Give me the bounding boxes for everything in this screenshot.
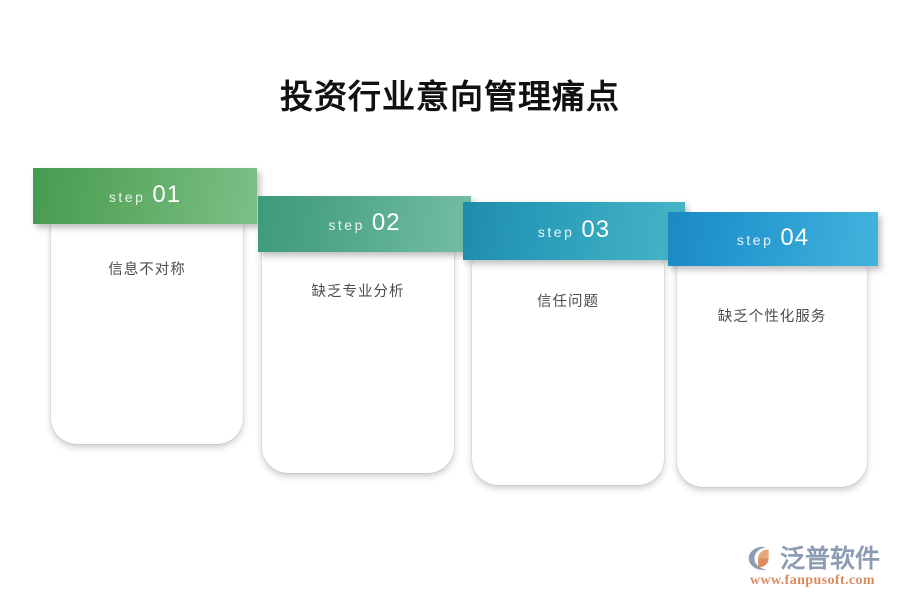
step-text-04: 缺乏个性化服务 xyxy=(717,309,827,325)
step-banner-02: step 02 xyxy=(258,196,471,252)
step-text-02: 缺乏专业分析 xyxy=(311,284,405,300)
step-text-03: 信任问题 xyxy=(537,294,599,310)
step-word-04: step xyxy=(736,232,774,248)
step-text-01: 信息不对称 xyxy=(108,262,186,278)
step-banner-inner-04: step 04 xyxy=(737,224,809,252)
step-word-01: step xyxy=(108,189,146,205)
step-banner-inner-01: step 01 xyxy=(109,181,181,209)
step-card-03 xyxy=(472,259,664,485)
step-banner-inner-02: step 02 xyxy=(328,209,400,237)
step-word-03: step xyxy=(537,224,575,240)
brand-url: www.fanpusoft.com xyxy=(749,573,875,588)
step-card-04 xyxy=(677,263,867,487)
step-card-01 xyxy=(51,218,243,444)
step-banner-inner-03: step 03 xyxy=(538,216,610,244)
step-banner-03: step 03 xyxy=(463,202,685,260)
step-card-02 xyxy=(262,247,454,473)
step-number-03: 03 xyxy=(581,216,611,243)
step-word-02: step xyxy=(328,217,365,233)
brand-name: 泛普软件 xyxy=(779,543,880,573)
step-number-01: 01 xyxy=(152,181,182,208)
step-banner-04: step 04 xyxy=(668,212,878,266)
brand-watermark: 泛普软件 www.fanpusoft.com xyxy=(745,543,880,588)
step-number-02: 02 xyxy=(371,209,401,236)
step-banner-01: step 01 xyxy=(33,168,257,224)
page-title: 投资行业意向管理痛点 xyxy=(280,80,620,116)
fanpu-c-logo-icon xyxy=(748,546,769,570)
step-number-04: 04 xyxy=(780,224,810,251)
brand-row: 泛普软件 xyxy=(745,543,880,573)
